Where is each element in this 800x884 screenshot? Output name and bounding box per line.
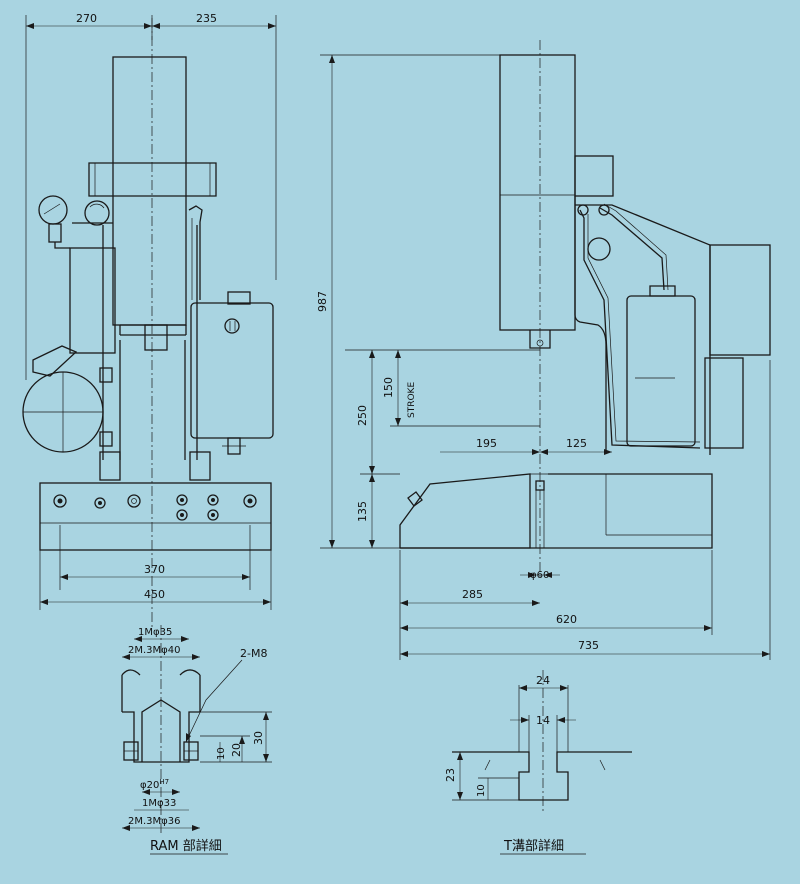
tslot-h23: 23 <box>444 768 457 782</box>
ram-bore: φ20H7 <box>140 778 169 791</box>
ram-d3: 1Mφ33 <box>142 798 176 809</box>
dim-overall-depth: 735 <box>578 639 599 652</box>
side-view <box>320 40 771 660</box>
ram-d2: 2M.3Mφ40 <box>128 645 180 656</box>
dim-to-center: 285 <box>462 588 483 601</box>
ram-h30: 30 <box>252 731 265 745</box>
front-view <box>22 15 277 630</box>
tslot-h10: 10 <box>476 784 487 797</box>
ram-h20: 20 <box>230 743 243 757</box>
dim-inner-width: 370 <box>144 563 165 576</box>
tslot-detail-title: T溝部詳細 <box>503 838 564 854</box>
ram-detail-title: RAM 部詳細 <box>150 838 222 854</box>
dim-base-depth: 620 <box>556 613 577 626</box>
dim-stroke: 150 <box>382 377 395 398</box>
ram-h10: 10 <box>216 747 227 760</box>
ram-detail <box>121 625 272 855</box>
dim-bore: φ60 <box>530 570 549 581</box>
dim-throat-right: 125 <box>566 437 587 450</box>
ram-d1: 1Mφ35 <box>138 627 172 638</box>
dim-throat: 195 <box>476 437 497 450</box>
tslot-w24: 24 <box>536 674 550 687</box>
ram-tap: 2-M8 <box>240 647 267 660</box>
dim-stroke-label: STROKE <box>407 382 417 418</box>
dim-outer-width: 450 <box>144 588 165 601</box>
dim-top-right: 235 <box>196 12 217 25</box>
dim-ram-clearance: 250 <box>356 405 369 426</box>
dim-top-left: 270 <box>76 12 97 25</box>
tslot-w14: 14 <box>536 714 550 727</box>
ram-d4: 2M.3Mφ36 <box>128 816 180 827</box>
tslot-detail <box>452 670 632 855</box>
dim-height: 987 <box>316 291 329 312</box>
dim-base-height: 135 <box>356 501 369 522</box>
